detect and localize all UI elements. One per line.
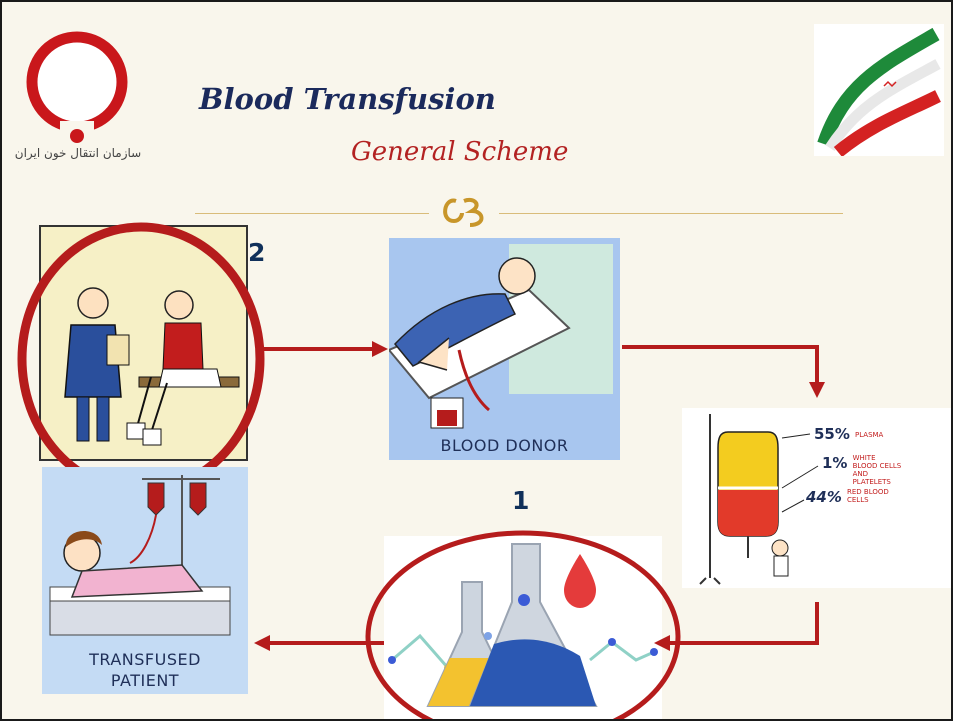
rbc-label: RED BLOOD CELLS <box>847 488 897 504</box>
step-label-2: 2 <box>248 238 265 267</box>
step-label-1: 1 <box>512 486 529 515</box>
plasma-percent: 55% <box>814 425 850 443</box>
transfused-patient-caption-line1: TRANSFUSED <box>42 650 248 669</box>
transfused-patient-caption-line2: PATIENT <box>42 671 248 690</box>
highlight-ring-step-1 <box>362 529 684 721</box>
blood-donor-panel: BLOOD DONOR <box>389 238 620 460</box>
flag-emblem <box>814 24 944 156</box>
blood-bag-panel: 55% PLASMA 1% WHITE BLOOD CELLS AND PLAT… <box>682 408 953 588</box>
composition-plasma: 55% PLASMA <box>814 424 883 443</box>
highlight-ring-step-2 <box>16 221 266 497</box>
wbc-label: WHITE BLOOD CELLS AND PLATELETS <box>853 454 903 486</box>
arrow-donor-to-bag <box>622 347 825 398</box>
plasma-label: PLASMA <box>855 431 883 439</box>
logo-caption: سازمان انتقال خون ایران <box>12 146 144 160</box>
blood-donor-caption: BLOOD DONOR <box>389 436 620 455</box>
logo-ibto: سازمان انتقال خون ایران <box>12 18 144 174</box>
slide-title: Blood Transfusion <box>199 82 496 116</box>
ornament-icon <box>429 188 499 236</box>
rbc-percent: 44% <box>806 488 842 506</box>
title-divider <box>195 213 843 214</box>
wbc-percent: 1% <box>822 454 847 472</box>
arrow-cartoon-to-donor <box>264 341 388 357</box>
composition-wbc: 1% WHITE BLOOD CELLS AND PLATELETS <box>822 454 947 486</box>
slide-subtitle: General Scheme <box>351 137 568 167</box>
transfused-patient-panel: TRANSFUSED PATIENT <box>42 467 248 694</box>
flag-ribbon-icon <box>814 24 944 156</box>
composition-rbc: 44% RED BLOOD CELLS <box>806 488 946 507</box>
